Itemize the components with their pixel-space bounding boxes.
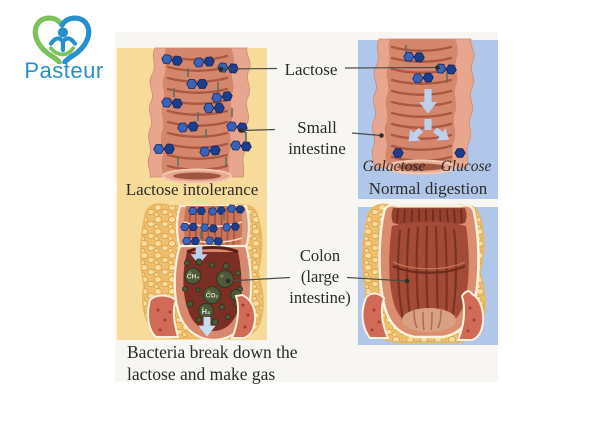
logo-wordmark[interactable]: Pasteur: [24, 58, 104, 83]
molecule-tick-marks: [200, 212, 225, 239]
small-intestine-callout-label: Small intestine: [277, 117, 357, 159]
lactose-intolerance-caption: Lactose intolerance: [125, 180, 259, 199]
colon-callout-label: Colon (large intestine): [275, 245, 365, 308]
bacteria-caption-line2: lactose and make gas: [127, 363, 276, 384]
small-intestine-line2: intestine: [288, 139, 346, 158]
small-intestine-normal-illustration: [370, 37, 476, 175]
bacteria-caption-line1: Bacteria break down the: [127, 342, 298, 362]
small-intestine-intolerance-illustration: [146, 46, 253, 184]
molecule-tick-marks: [173, 68, 247, 166]
callout-leader-lines: [218, 65, 440, 284]
colon-line1: Colon: [299, 246, 341, 265]
colon-normal-illustration: [361, 203, 486, 344]
glucose-label: Glucose: [440, 158, 492, 175]
bacteria-gas-caption: Bacteria break down the lactose and make…: [127, 342, 337, 385]
pasteur-logo[interactable]: [30, 12, 94, 69]
rectal-muscle: [147, 293, 257, 339]
gas-label-ch4: CH₄: [187, 274, 200, 281]
colon-bacteria-illustration: CH₄ CO₂ H₂: [140, 203, 264, 342]
gas-label-co2: CO₂: [206, 293, 219, 300]
gas-label-h2: H₂: [202, 307, 211, 316]
digestion-arrow-icon: [403, 89, 454, 148]
colon-line3: intestine): [289, 288, 351, 307]
rectal-muscle: [361, 290, 485, 341]
galactose-label: Galactose: [362, 158, 426, 175]
colon-line2: (large: [300, 267, 340, 286]
pasteur-heart-logo-icon: [32, 15, 92, 65]
small-intestine-line1: Small: [297, 118, 337, 137]
lactose-callout-label: Lactose: [284, 60, 338, 79]
normal-digestion-caption: Normal digestion: [368, 179, 488, 198]
